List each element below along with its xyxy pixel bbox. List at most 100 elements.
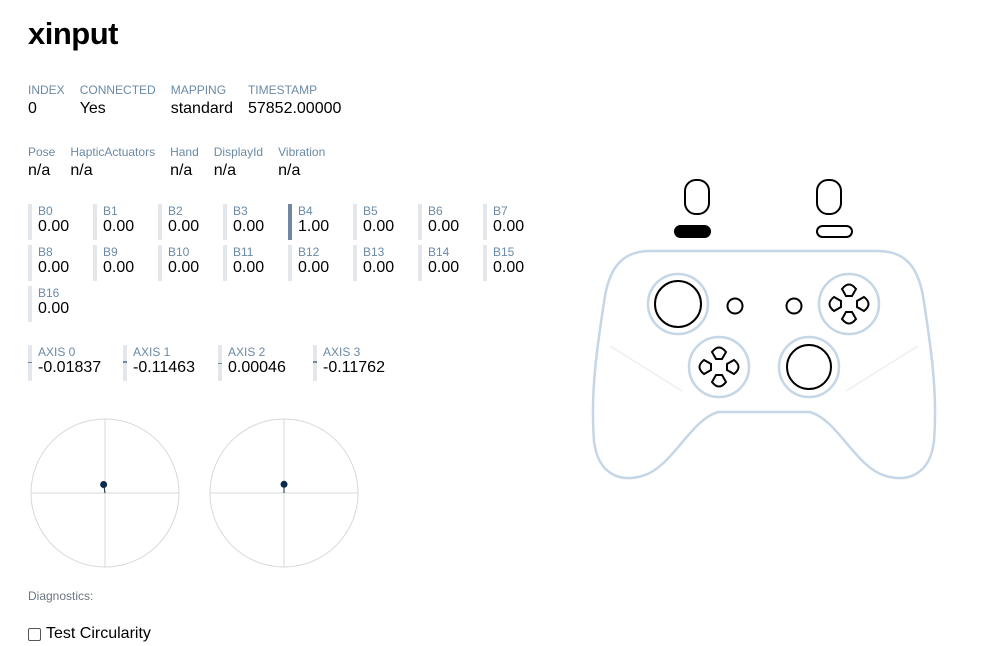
gamepad-extra-row: Pose n/a HapticActuators n/a Hand n/a Di… <box>28 146 340 182</box>
button-label: B10 <box>168 245 190 259</box>
right-stick-icon <box>786 344 832 390</box>
axis-readout: AXIS 1-0.11463 <box>123 345 213 381</box>
diagnostics-label: Diagnostics: <box>28 589 94 603</box>
axis-label: AXIS 3 <box>323 345 361 359</box>
mapping-field: MAPPING standard <box>171 84 233 120</box>
index-field: INDEX 0 <box>28 84 65 120</box>
gamepad-info-row: INDEX 0 CONNECTED Yes MAPPING standard T… <box>28 84 356 120</box>
right-stick-dot <box>280 480 288 488</box>
left-stick-ring <box>646 272 710 336</box>
haptic-field: HapticActuators n/a <box>70 146 155 182</box>
page-title: xinput <box>28 16 119 51</box>
timestamp-field: TIMESTAMP 57852.00000 <box>248 84 341 120</box>
mapping-value: standard <box>170 100 233 117</box>
display-value: n/a <box>213 162 236 179</box>
display-label: DisplayId <box>213 145 264 159</box>
button-value: 0.00 <box>168 259 200 276</box>
axis-label: AXIS 1 <box>133 345 171 359</box>
button-label: B1 <box>103 204 118 218</box>
pose-value: n/a <box>28 162 51 179</box>
axis-readout: AXIS 0-0.01837 <box>28 345 118 381</box>
face-buttons-ring <box>817 272 881 336</box>
button-label: B9 <box>103 245 118 259</box>
display-field: DisplayId n/a <box>214 146 263 182</box>
controller-body <box>591 249 937 480</box>
button-value: 0.00 <box>38 259 70 276</box>
button-value: 0.00 <box>298 259 330 276</box>
axis-level-bar <box>218 363 222 364</box>
button-label: B4 <box>298 204 313 218</box>
back-button-icon <box>726 297 744 315</box>
connected-value: Yes <box>79 100 106 117</box>
face-button-left-icon <box>828 295 842 313</box>
connected-field: CONNECTED Yes <box>80 84 156 120</box>
dpad-left-icon <box>698 358 712 376</box>
face-button-top-icon <box>840 283 858 297</box>
hand-value: n/a <box>170 162 193 179</box>
button-value: 0.00 <box>233 218 265 235</box>
connected-label: CONNECTED <box>79 83 156 97</box>
button-value: 0.00 <box>363 218 395 235</box>
right-trigger-icon <box>816 179 842 215</box>
hand-field: Hand n/a <box>170 146 199 182</box>
dpad-up-icon <box>710 346 728 360</box>
stick-visualizers <box>30 418 359 568</box>
left-stick-dot <box>100 481 108 489</box>
axis-value: -0.11762 <box>323 359 385 376</box>
test-circularity-checkbox[interactable] <box>28 627 41 641</box>
pose-field: Pose n/a <box>28 146 55 182</box>
button-value: 0.00 <box>233 259 265 276</box>
button-label: B16 <box>38 286 60 300</box>
hand-label: Hand <box>170 145 199 159</box>
button-label: B3 <box>233 204 248 218</box>
button-label: B11 <box>233 245 254 259</box>
button-label: B6 <box>428 204 443 218</box>
button-value: 0.00 <box>428 218 460 235</box>
right-stick-ring <box>777 335 841 399</box>
axis-level-bar <box>313 361 317 363</box>
left-trigger-icon <box>684 179 710 215</box>
button-label: B13 <box>363 245 385 259</box>
test-circularity-toggle[interactable]: Test Circularity <box>28 625 151 643</box>
dpad-ring <box>687 335 751 399</box>
face-button-right-icon <box>856 295 870 313</box>
axis-label: AXIS 2 <box>228 345 266 359</box>
button-label: B8 <box>38 245 53 259</box>
button-label: B12 <box>298 245 320 259</box>
mapping-label: MAPPING <box>170 83 227 97</box>
button-label: B15 <box>493 245 515 259</box>
axis-value: -0.11463 <box>133 359 195 376</box>
dpad-icon <box>698 346 740 388</box>
axis-value: 0.00046 <box>228 359 286 376</box>
dpad-right-icon <box>726 358 740 376</box>
button-label: B5 <box>363 204 378 218</box>
right-stick-plot <box>209 418 359 568</box>
vibration-label: Vibration <box>278 145 326 159</box>
button-value: 0.00 <box>428 259 460 276</box>
left-grip-line <box>609 345 683 392</box>
button-value: 0.00 <box>363 259 395 276</box>
vibration-value: n/a <box>278 162 301 179</box>
face-buttons-icon <box>828 283 870 325</box>
test-circularity-label: Test Circularity <box>46 625 151 642</box>
pose-label: Pose <box>28 145 56 159</box>
axis-label: AXIS 0 <box>38 345 76 359</box>
button-label: B2 <box>168 204 183 218</box>
left-stick-plot <box>30 418 180 568</box>
button-value: 0.00 <box>38 218 70 235</box>
index-value: 0 <box>28 100 37 117</box>
